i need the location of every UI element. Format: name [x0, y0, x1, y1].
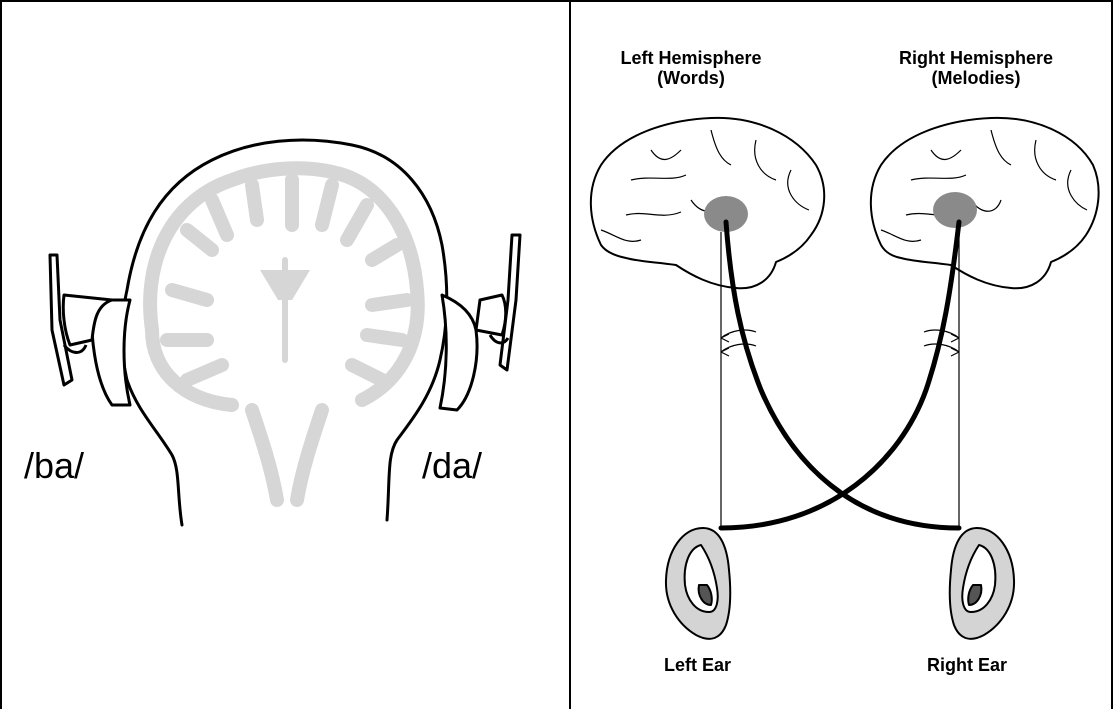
- brain-coronal-pattern: [150, 168, 418, 500]
- left-ear-illustration: [666, 528, 730, 639]
- left-headphone: [50, 255, 130, 405]
- right-auditory-region: [933, 192, 977, 228]
- dichotic-listening-panel: /ba/ /da/: [2, 0, 569, 709]
- left-syllable-label: /ba/: [24, 448, 84, 484]
- right-ear-label: Right Ear: [927, 655, 1007, 676]
- left-brain: [591, 118, 824, 288]
- head-with-headphones-illustration: [2, 0, 569, 709]
- right-ear-illustration: [950, 528, 1014, 639]
- right-headphone: [440, 235, 520, 410]
- suppression-arrows: [721, 330, 959, 356]
- hemisphere-pathways-panel: Left Hemisphere (Words) Right Hemisphere…: [571, 0, 1111, 709]
- right-brain: [871, 118, 1099, 288]
- right-syllable-label: /da/: [422, 448, 482, 484]
- auditory-pathway-diagram: [571, 0, 1111, 709]
- brain-ventricles: [260, 270, 310, 300]
- left-ear-label: Left Ear: [664, 655, 731, 676]
